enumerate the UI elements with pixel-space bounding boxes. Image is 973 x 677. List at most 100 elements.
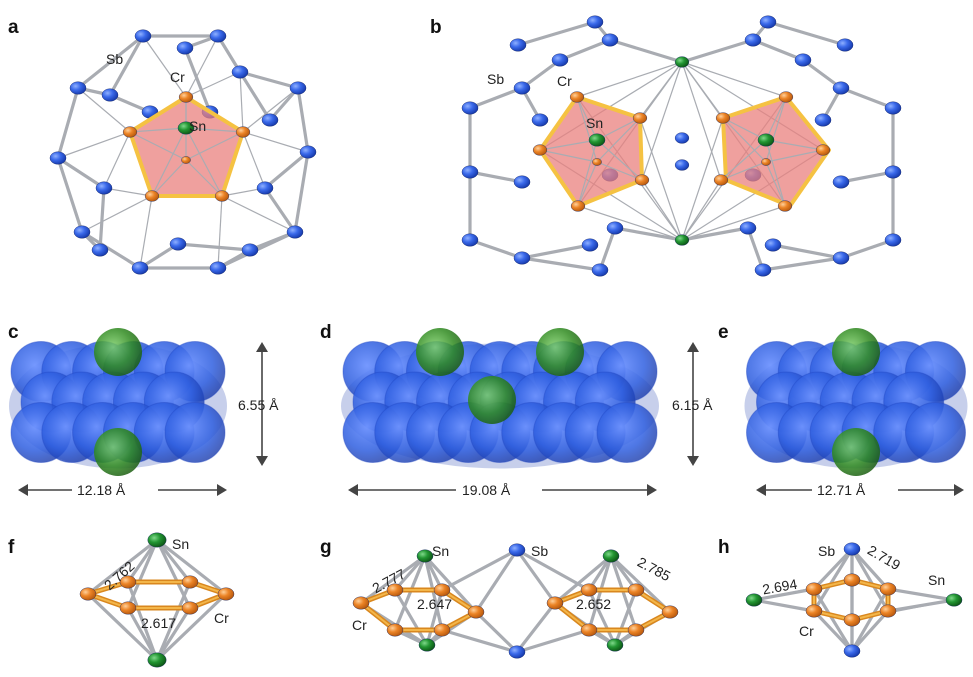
atom-sn: [602, 549, 620, 563]
width-label-bg: [456, 480, 542, 500]
bond: [746, 226, 765, 272]
bond: [474, 548, 519, 614]
atom-label-sn: Sn: [189, 118, 206, 134]
atom-sb: [513, 251, 531, 265]
bond: [239, 71, 244, 133]
bond: [108, 34, 145, 97]
bond: [425, 588, 444, 647]
bond: [587, 554, 613, 632]
atom-label-cr: Cr: [799, 623, 814, 639]
sn-sphere: [468, 376, 516, 424]
height-label: 6.55 Å: [238, 397, 279, 413]
width-label: 12.18 Å: [77, 482, 126, 498]
bond: [263, 150, 310, 190]
bond: [98, 186, 106, 252]
height-label: 6.15 Å: [672, 397, 713, 413]
atom-sb: [461, 165, 479, 179]
atom-sb: [461, 101, 479, 115]
atom-sb: [843, 644, 861, 658]
atom-cr: [632, 112, 648, 124]
bond: [587, 588, 617, 647]
bond: [142, 35, 187, 98]
atom-cr: [634, 174, 650, 186]
panel-b-label: b: [430, 17, 442, 38]
bond: [596, 139, 643, 181]
bond: [596, 161, 643, 181]
bond: [598, 226, 617, 272]
bond: [359, 554, 427, 605]
bond: [766, 20, 847, 47]
atom-sb: [754, 263, 772, 277]
bond: [801, 58, 843, 90]
atom-sb: [209, 261, 227, 275]
bond: [440, 628, 519, 654]
panel-d-label: d: [320, 322, 332, 343]
atom-sn: [177, 121, 195, 135]
bond: [393, 554, 427, 592]
bond: [238, 70, 272, 122]
bond: [155, 538, 192, 584]
bond: [242, 131, 309, 153]
bond: [151, 159, 187, 197]
sb-sphere: [596, 402, 658, 463]
distance-label-cr-cr: 2.617: [141, 615, 176, 631]
bond: [771, 243, 843, 260]
atom-sb: [814, 113, 832, 127]
atom-cr-center: [761, 158, 771, 166]
sn-sphere: [416, 328, 464, 376]
bond: [596, 117, 641, 163]
atom-sb: [169, 237, 187, 251]
atom-sb: [299, 145, 317, 159]
bond: [155, 538, 228, 596]
bond: [103, 131, 131, 189]
bond: [641, 61, 683, 181]
bond: [468, 86, 524, 110]
bond: [681, 179, 722, 241]
atom-label-sb: Sb: [487, 71, 504, 87]
atom-sb: [49, 151, 67, 165]
sn-sphere: [832, 428, 880, 476]
bond: [440, 548, 519, 592]
bond: [765, 96, 787, 141]
atom-sb: [832, 175, 850, 189]
atom-sb: [884, 233, 902, 247]
bond: [520, 243, 592, 260]
atom-sb: [759, 15, 777, 29]
atom-sb: [461, 233, 479, 247]
atom-sb: [764, 238, 782, 252]
bond: [80, 230, 142, 270]
atom-sb: [241, 243, 259, 257]
atom-cr-center: [181, 156, 191, 164]
atom-sb: [836, 38, 854, 52]
bond: [76, 34, 145, 90]
atom-cr: [217, 587, 235, 601]
bond: [248, 230, 297, 252]
panel-c: c 6.55 Å 12.18 Å: [8, 322, 279, 500]
atom-sn: [757, 133, 775, 147]
bond: [515, 548, 591, 592]
bond: [151, 127, 187, 197]
sn-sphere: [536, 328, 584, 376]
atom-label-cr: Cr: [557, 73, 572, 89]
bond: [515, 628, 591, 654]
panel-h: h 2.694 2.719 Sb Sn Cr: [718, 537, 963, 658]
atom-cr: [843, 573, 861, 587]
bond: [293, 150, 310, 234]
atom-cr: [580, 583, 598, 597]
atom-sn: [418, 638, 436, 652]
bond: [609, 554, 638, 632]
bond: [722, 117, 767, 141]
atom-sb: [832, 81, 850, 95]
atom-sb: [261, 113, 279, 127]
atom-sn: [606, 638, 624, 652]
bond: [577, 205, 683, 241]
bond: [680, 226, 750, 242]
bond: [126, 538, 159, 584]
bond: [56, 156, 106, 190]
atom-sb: [601, 33, 619, 47]
atom-sn: [147, 652, 167, 668]
atom-sb: [134, 29, 152, 43]
atom-sb: [131, 261, 149, 275]
atom-label-sn: Sn: [928, 572, 945, 588]
panel-a-label: a: [8, 17, 19, 38]
